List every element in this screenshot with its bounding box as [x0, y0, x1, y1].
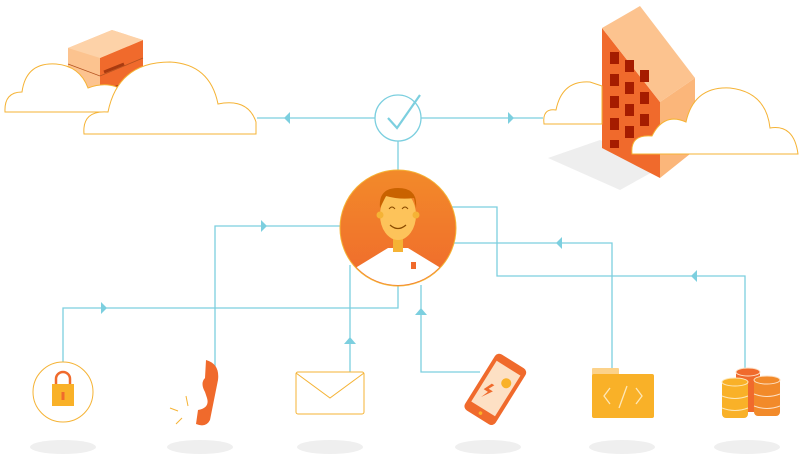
shadow	[30, 440, 96, 454]
arrows	[101, 112, 697, 344]
connectors	[62, 117, 746, 380]
lock-icon[interactable]	[32, 361, 94, 423]
arrow-up-icon	[344, 337, 356, 344]
arrow-left-icon	[284, 112, 290, 124]
connector-folder	[454, 242, 613, 370]
ground-shadows	[30, 440, 780, 454]
arrow-left-icon	[691, 270, 697, 282]
shadow	[167, 440, 233, 454]
arrow-up-icon	[415, 308, 427, 315]
code-folder-icon[interactable]	[592, 368, 654, 418]
connector-lock	[62, 286, 399, 362]
arrow-right-icon	[508, 112, 514, 124]
user-avatar[interactable]	[339, 169, 457, 300]
shadow	[714, 440, 780, 454]
connector-tablet	[420, 285, 480, 373]
shadow	[455, 440, 521, 454]
phone-icon[interactable]	[169, 360, 219, 426]
checkmark-icon	[374, 94, 422, 142]
envelope-icon[interactable]	[295, 371, 365, 415]
arrow-right-icon	[261, 220, 267, 232]
shadow	[297, 440, 363, 454]
connector-phone	[214, 225, 340, 380]
tablet-icon[interactable]	[463, 352, 529, 427]
connector-database	[452, 206, 746, 372]
database-coins-icon[interactable]	[721, 367, 781, 418]
cloud-icon	[543, 81, 799, 155]
arrow-left-icon	[556, 237, 562, 249]
cloud-icon	[4, 61, 257, 135]
shadow	[589, 440, 655, 454]
arrow-right-icon	[101, 302, 107, 314]
